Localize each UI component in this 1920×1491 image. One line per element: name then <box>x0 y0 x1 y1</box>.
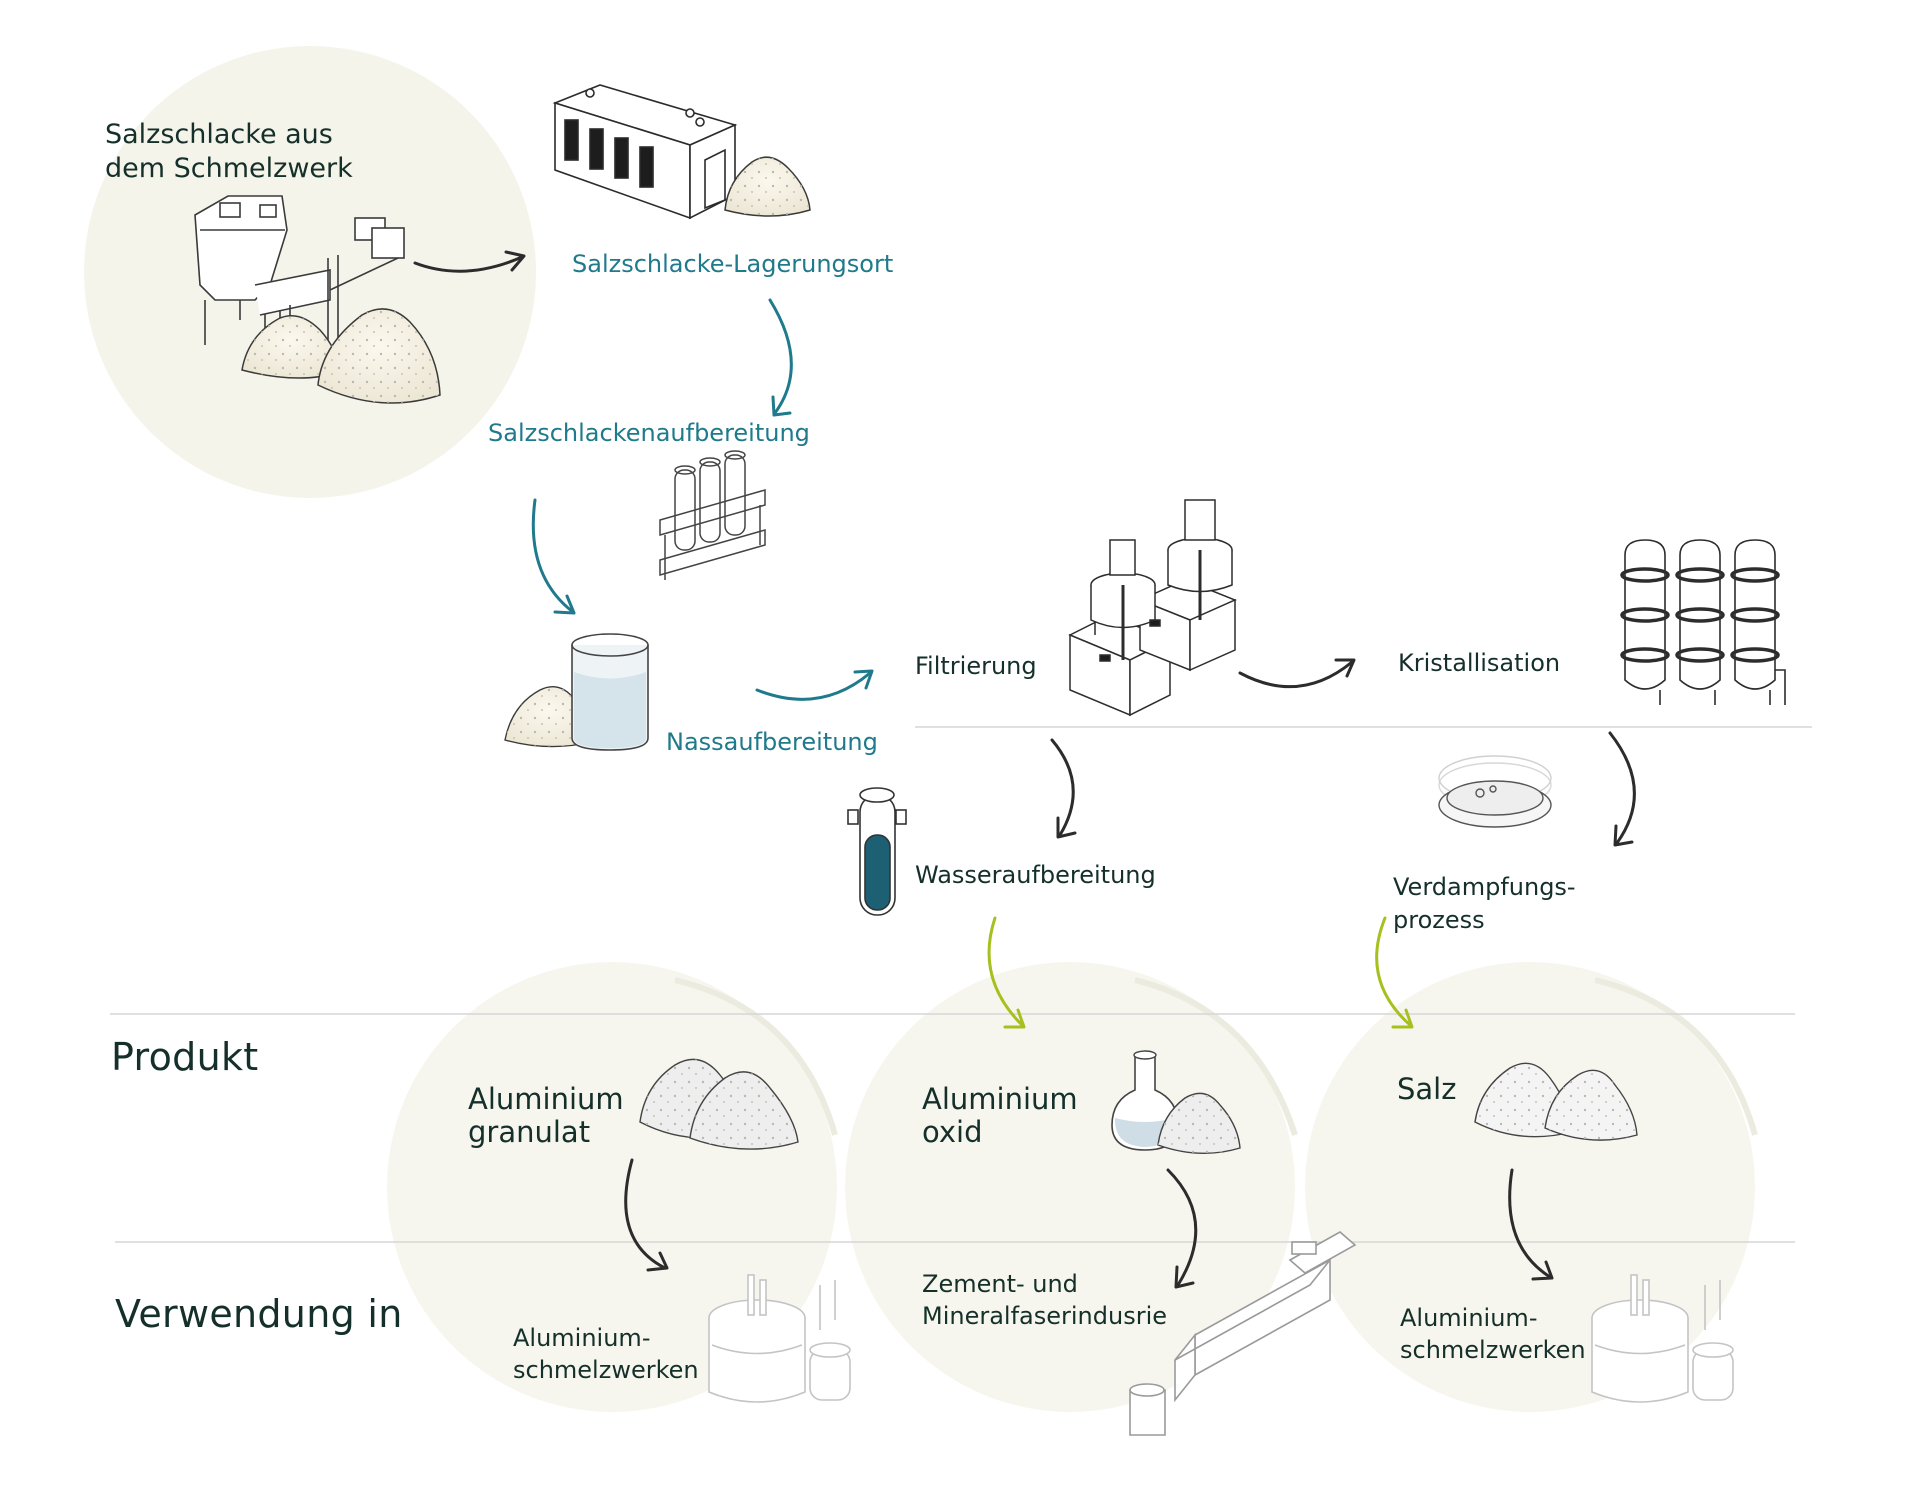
arrow-product1-usage <box>624 1158 667 1270</box>
product-3-label: Salz <box>1397 1072 1457 1106</box>
processing-label: Salzschlackenaufbereitung <box>488 419 810 447</box>
warehouse-icon <box>552 84 738 220</box>
arrow-filtration-crystallization <box>1238 660 1354 689</box>
arrow-filtration-water <box>1050 738 1075 837</box>
kiln-icon <box>1129 1231 1357 1436</box>
crystallization-label: Kristallisation <box>1398 649 1561 677</box>
water-filter-icon <box>847 787 907 916</box>
granulate-pile-icon <box>241 308 441 404</box>
filtration-label: Filtrierung <box>915 652 1037 680</box>
circle-arcs <box>674 977 1758 1136</box>
test-tubes-icon <box>659 450 766 580</box>
separators <box>110 726 1812 1243</box>
arrow-processing-wet <box>531 498 575 614</box>
evaporation-label-line1: Verdampfungs- <box>1393 873 1576 901</box>
usage-1-line1: Aluminium- <box>513 1324 651 1352</box>
arrow-source-storage <box>413 255 524 273</box>
smelter-plant-icon <box>194 195 405 375</box>
usage-3-line1: Aluminium- <box>1400 1304 1538 1332</box>
flask-icon <box>1111 1050 1241 1154</box>
filtration-tanks-icon <box>1068 499 1237 717</box>
salt-heap-storage <box>724 156 811 217</box>
product-2-line2: oxid <box>922 1115 983 1150</box>
salt-pile-icon <box>1474 1062 1638 1141</box>
arrow-crystallization-evaporation <box>1608 731 1636 845</box>
product-2-line1: Aluminium <box>922 1082 1078 1116</box>
product-circle-1 <box>387 962 837 1412</box>
furnace-icon <box>708 1274 851 1403</box>
arrow-product3-usage <box>1508 1168 1552 1279</box>
water-label: Wasseraufbereitung <box>915 861 1156 889</box>
arrow-wet-filtration <box>755 671 872 701</box>
usage-2-line1: Zement- und <box>922 1270 1078 1298</box>
product-1-line2: granulat <box>468 1115 591 1150</box>
product-circle-2 <box>845 962 1295 1412</box>
usage-2-line2: Mineralfaserindusrie <box>922 1302 1168 1331</box>
wet-label: Nassaufbereitung <box>666 728 878 756</box>
petri-dish-icon <box>1438 755 1552 828</box>
arrow-storage-processing <box>768 298 793 415</box>
evaporation-label-line2: prozess <box>1393 906 1485 935</box>
product-1-line1: Aluminium <box>468 1082 624 1116</box>
crystallizer-icon <box>1620 539 1786 705</box>
source-label-line1: Salzschlacke aus <box>105 119 333 150</box>
section-product: Produkt <box>111 1035 259 1079</box>
source-label-line2: dem Schmelzwerk <box>105 152 353 184</box>
usage-3-line2: schmelzwerken <box>1400 1336 1586 1365</box>
granulate-pile-icon <box>639 1058 799 1150</box>
arrow-product2-usage <box>1166 1168 1198 1287</box>
product-2-label: Aluminium oxid <box>922 1082 1078 1150</box>
storage-label: Salzschlacke-Lagerungsort <box>572 250 894 278</box>
furnace-icon <box>1591 1274 1734 1403</box>
product-3-line1: Salz <box>1397 1072 1457 1106</box>
flow-arrows <box>413 250 1636 1289</box>
section-usage: Verwendung in <box>115 1292 403 1336</box>
usage-3-label: Aluminium- schmelzwerken <box>1400 1302 1586 1367</box>
product-1-label: Aluminium granulat <box>468 1082 624 1150</box>
usage-2-label: Zement- und Mineralfaserindusrie <box>922 1268 1167 1333</box>
evaporation-label: Verdampfungs- prozess <box>1393 871 1576 937</box>
arrow-water-oxid <box>987 916 1024 1027</box>
arrow-evaporation-salz <box>1375 916 1412 1027</box>
usage-1-label: Aluminium- schmelzwerken <box>513 1322 699 1387</box>
source-label: Salzschlacke aus dem Schmelzwerk <box>105 118 353 186</box>
beaker-icon <box>504 633 649 751</box>
usage-1-line2: schmelzwerken <box>513 1356 699 1385</box>
